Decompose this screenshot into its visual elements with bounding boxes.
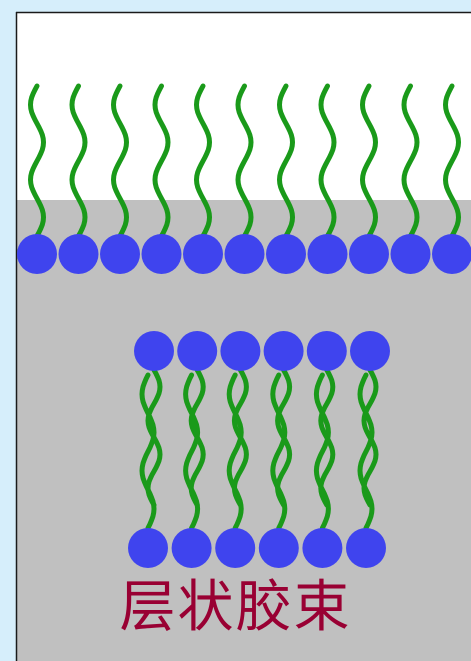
- surface-molecule-head: [225, 234, 265, 274]
- surface-molecule-head: [432, 234, 471, 274]
- surface-molecule-head: [17, 234, 57, 274]
- surface-molecule-head: [349, 234, 389, 274]
- micelle-bottom-molecule-head: [172, 528, 212, 568]
- micelle-bottom-molecule-head: [346, 528, 386, 568]
- surface-molecule-head: [391, 234, 431, 274]
- surface-molecule-head: [183, 234, 223, 274]
- surface-molecule-head: [142, 234, 182, 274]
- micelle-top-molecule-head: [177, 331, 217, 371]
- surface-molecule-head: [100, 234, 140, 274]
- surface-molecule-head: [59, 234, 99, 274]
- micelle-bottom-molecule-head: [259, 528, 299, 568]
- surface-molecule-head: [266, 234, 306, 274]
- micelle-top-molecule-head: [264, 331, 304, 371]
- micelle-top-molecule-head: [134, 331, 174, 371]
- micelle-top-molecule-head: [307, 331, 347, 371]
- micelle-bottom-molecule-head: [215, 528, 255, 568]
- micelle-bottom-molecule-head: [128, 528, 168, 568]
- micelle-bottom-molecule-head: [302, 528, 342, 568]
- surface-molecule-head: [308, 234, 348, 274]
- diagram-caption: 层状胶束: [0, 580, 471, 636]
- micelle-top-molecule-head: [350, 331, 390, 371]
- micelle-top-molecule-head: [220, 331, 260, 371]
